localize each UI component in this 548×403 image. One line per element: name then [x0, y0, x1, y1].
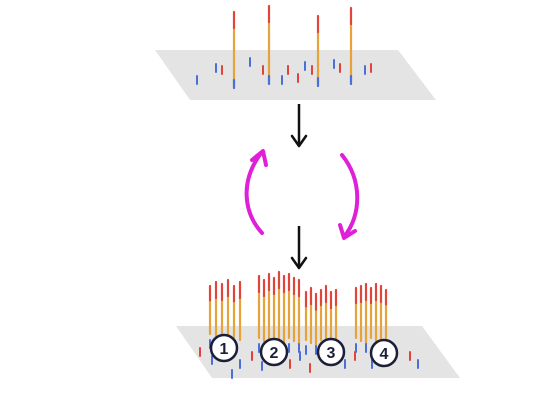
badge-ring — [369, 338, 399, 368]
cluster-2 — [257, 270, 301, 353]
cluster-4 — [354, 282, 388, 353]
cluster-badge-4: 4 — [369, 338, 399, 368]
down-arrow-top — [290, 104, 308, 148]
cluster-badge-1: 1 — [209, 333, 239, 363]
cluster-label: 3 — [327, 345, 336, 362]
top-strands-group — [232, 4, 353, 90]
cluster-badge-2: 2 — [259, 337, 289, 367]
bottom-primer-marks-group — [199, 347, 419, 379]
cluster-1 — [208, 278, 242, 349]
cycle-arrow-right — [340, 153, 360, 239]
cluster-badges-group: 1 2 3 4 — [209, 333, 399, 368]
top-flow-cell-surface — [155, 50, 436, 100]
cluster-badge-3: 3 — [316, 337, 346, 367]
badge-ring — [316, 337, 346, 367]
clusters-group — [208, 270, 388, 355]
top-primer-marks-group — [196, 57, 372, 85]
cluster-label: 1 — [220, 341, 229, 358]
down-arrow-bottom — [290, 226, 308, 270]
badge-ring — [209, 333, 239, 363]
cluster-3 — [304, 284, 338, 355]
badge-ring — [259, 337, 289, 367]
amplification-cycle-icon — [244, 149, 360, 240]
cluster-label: 2 — [270, 345, 279, 362]
top-surface-panel — [155, 4, 436, 100]
cycle-arrow-left — [244, 150, 264, 235]
bottom-surface-panel: 1 2 3 4 — [176, 270, 460, 379]
cluster-label: 4 — [380, 346, 389, 363]
